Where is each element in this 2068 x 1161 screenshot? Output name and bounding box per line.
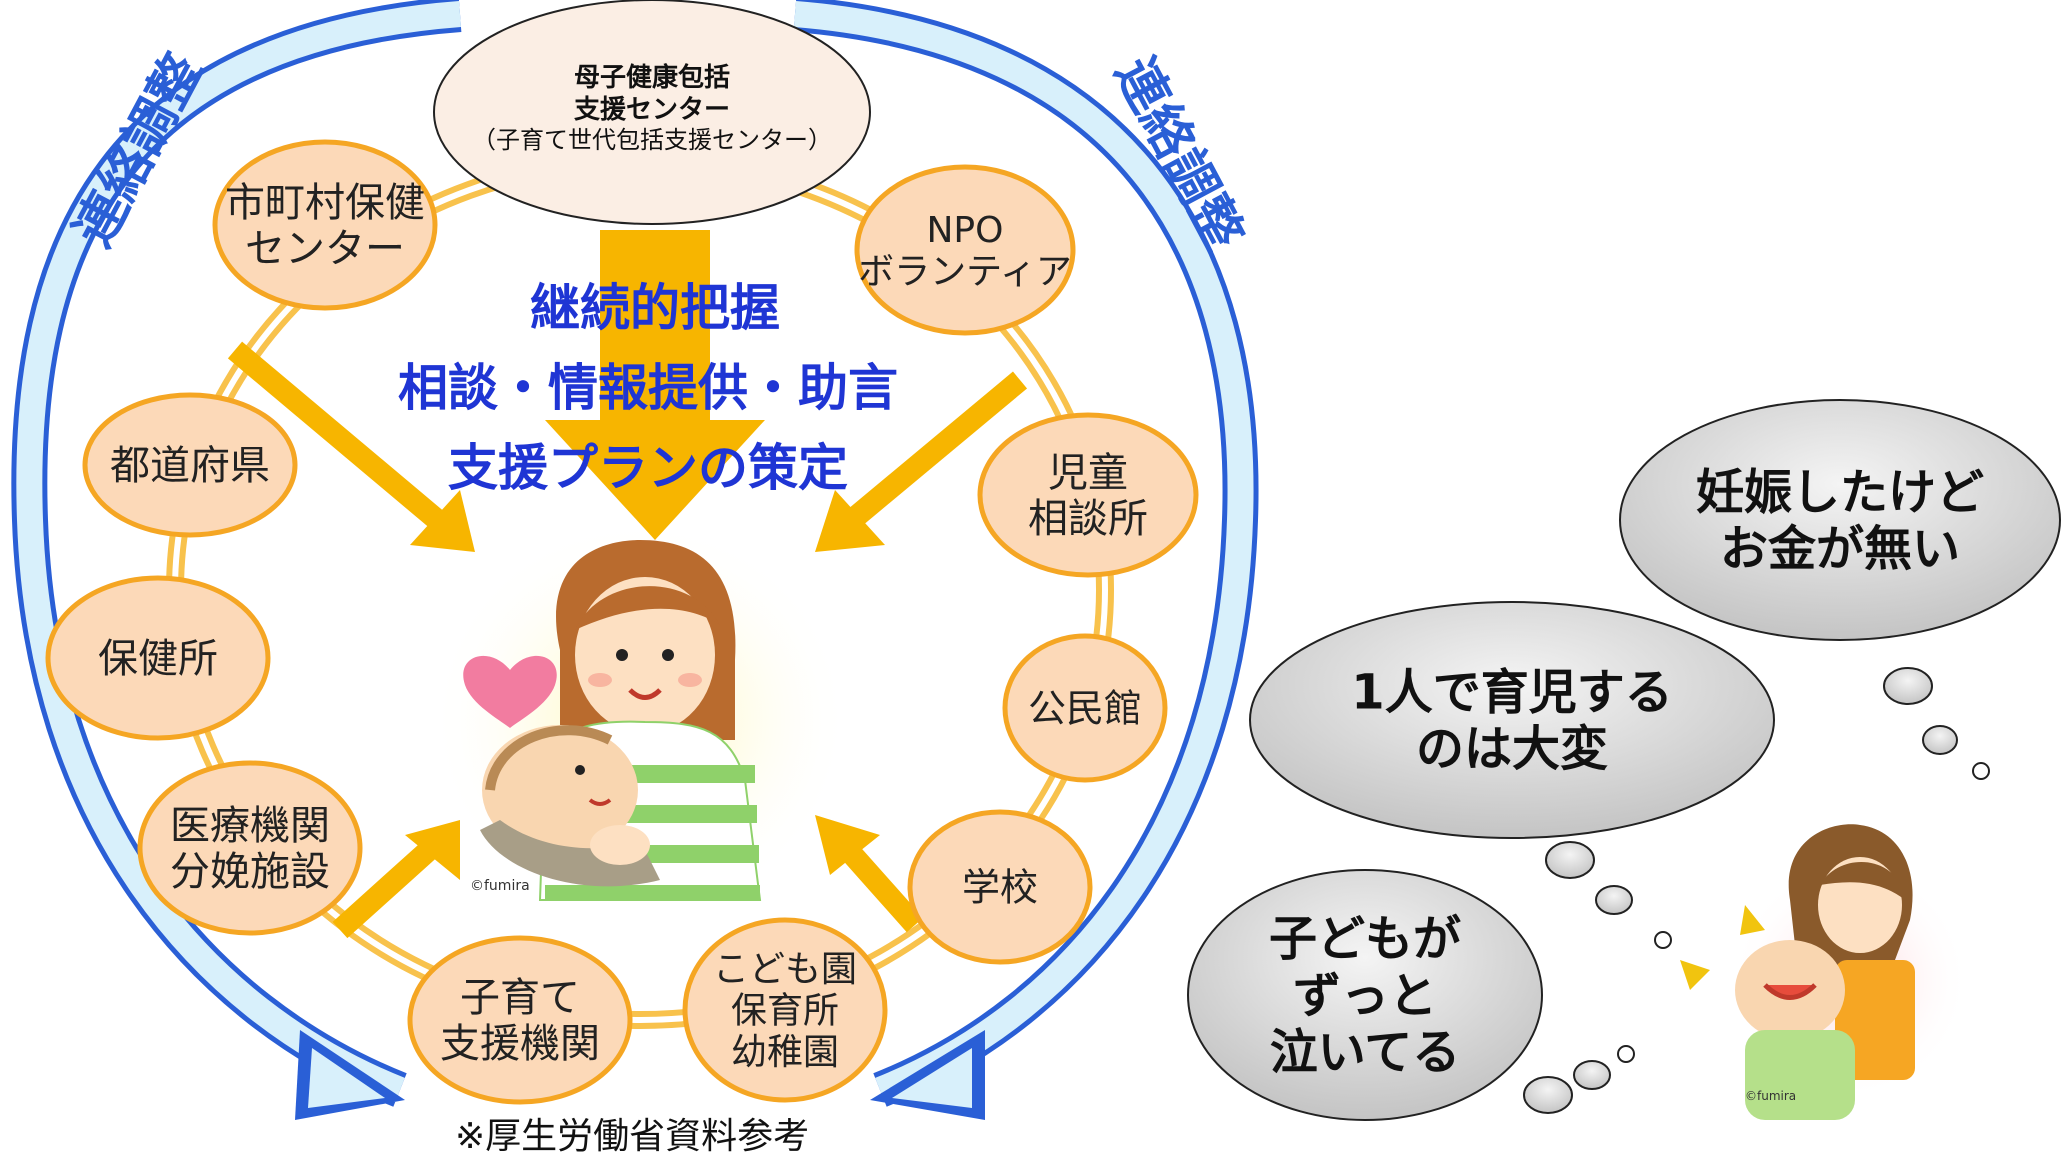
bubble-shape [1187, 869, 1543, 1121]
node-shape [977, 412, 1199, 578]
thought-dots-money [1883, 667, 1990, 780]
liaison-label-left: 連絡調整 [64, 44, 215, 256]
node-shape [1002, 633, 1168, 783]
heart-icon [463, 655, 557, 728]
node-label: 学校 [962, 865, 1038, 909]
node-label: センター [245, 226, 405, 272]
center-ellipse: 母子健康包括 支援センター （子育て世代包括支援センター） [433, 0, 871, 225]
node-label: 児童 [1048, 450, 1128, 496]
center-title-line2: 支援センター [574, 95, 730, 125]
bubble-label: ずっと [1293, 968, 1437, 1024]
node-shape [407, 935, 633, 1105]
bubble-shape [1249, 601, 1775, 839]
bubble-label: 子どもが [1269, 911, 1461, 967]
thought-dots-alone [1545, 841, 1672, 949]
node-shape [137, 760, 363, 936]
arrow-from-top-left [227, 341, 475, 552]
node-shape [682, 917, 888, 1103]
illustration-credit-2: ©fumira [1745, 1089, 1796, 1103]
thought-dots-crying [1523, 1045, 1635, 1114]
node-label: ボランティア [858, 251, 1072, 292]
arrow-from-bottom-right [815, 815, 924, 933]
node-label: 公民館 [1028, 686, 1142, 730]
bubble-label: 1人で育児する [1351, 664, 1672, 720]
worried-mother-illustration: ©fumira [1680, 824, 1970, 1120]
service-continuous-monitoring: 継続的把握 [530, 279, 780, 337]
arrow-from-top-right [815, 371, 1028, 552]
bubble-label: 泣いてる [1270, 1024, 1461, 1080]
center-subtitle: （子育て世代包括支援センター） [472, 126, 832, 154]
node-label: 分娩施設 [170, 849, 330, 895]
node-label: 子育て [460, 975, 580, 1021]
node-label: 相談所 [1028, 496, 1148, 542]
liaison-arc-left [11, 0, 462, 1120]
node-shape [907, 809, 1093, 965]
node-shape [45, 575, 271, 741]
bubble-shape [1619, 399, 2061, 641]
node-prefecture: 都道府県 [82, 392, 298, 538]
source-note: ※厚生労働省資料参考 [455, 1116, 809, 1157]
node-label: こども園 [713, 949, 857, 990]
node-label: NPO [927, 210, 1004, 251]
illustration-credit: ©fumira [470, 878, 530, 894]
node-label: 幼稚園 [731, 1032, 839, 1073]
node-school: 学校 [907, 809, 1093, 965]
bubble-label: お金が無い [1720, 521, 1960, 577]
arrow-from-bottom-left [332, 820, 460, 939]
node-label: 医療機関 [170, 803, 330, 849]
service-consultation: 相談・情報提供・助言 [398, 359, 898, 417]
bubble-label: のは大変 [1416, 721, 1608, 777]
service-support-plan: 支援プランの策定 [448, 439, 848, 497]
liaison-arc-right [793, 0, 1259, 1120]
node-shape [82, 392, 298, 538]
node-label: 保健所 [98, 636, 218, 682]
node-shape [212, 139, 438, 311]
node-label: 市町村保健 [225, 180, 425, 226]
bubble-label: 妊娠したけど [1696, 464, 1984, 520]
center-title-line1: 母子健康包括 [574, 62, 730, 93]
node-shape [854, 164, 1076, 336]
node-label: 都道府県 [110, 443, 270, 489]
node-label: 支援機関 [440, 1021, 600, 1067]
mother-baby-illustration: ©fumira [463, 540, 762, 901]
node-health-office: 保健所 [45, 575, 271, 741]
central-arrow [545, 230, 765, 540]
node-label: 保育所 [731, 991, 839, 1032]
node-community-hall: 公民館 [1002, 633, 1168, 783]
